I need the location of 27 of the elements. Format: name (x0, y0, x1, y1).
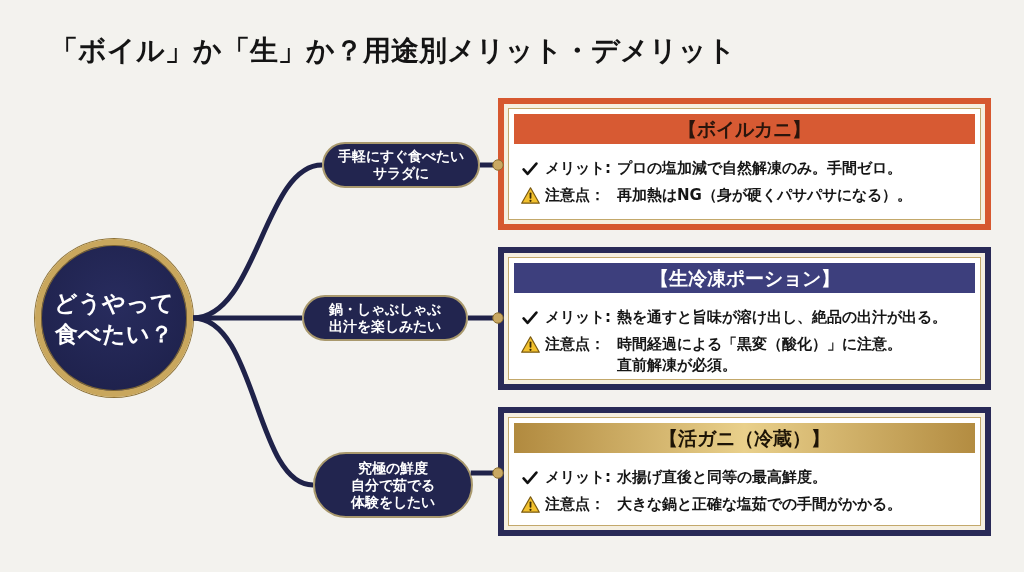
connector-line (468, 312, 504, 324)
info-card (498, 407, 991, 536)
caution-label: 注意点： (545, 185, 606, 206)
connector-line (192, 315, 314, 488)
merit-text: プロの塩加減で自然解凍のみ。手間ゼロ。 (617, 158, 903, 179)
caution-text: 時間経過による「黒変（酸化）」に注意。直前解凍が必須。 (617, 334, 903, 376)
merit-label: メリット: (545, 307, 611, 328)
connector-line (480, 159, 504, 171)
card-title: 【ボイルカニ】 (514, 114, 975, 144)
card-title: 【生冷凍ポーション】 (514, 263, 975, 293)
caution-label: 注意点： (545, 334, 606, 355)
merit-label: メリット: (545, 467, 611, 488)
caution-text: 再加熱はNG（身が硬くパサパサになる）。 (617, 185, 913, 206)
merit-label: メリット: (545, 158, 611, 179)
card-title: 【活ガニ（冷蔵）】 (514, 423, 975, 453)
caution-label: 注意点： (545, 494, 606, 515)
info-card (498, 247, 991, 390)
question-circle: どうやって食べたい？ (35, 239, 193, 397)
choice-pill: 究極の鮮度自分で茹でる体験をしたい (313, 452, 473, 518)
info-card (498, 98, 991, 230)
connector-line (470, 467, 504, 479)
merit-text: 水揚げ直後と同等の最高鮮度。 (617, 467, 828, 488)
choice-pill: 手軽にすぐ食べたいサラダに (322, 142, 480, 188)
caution-text: 大きな鍋と正確な塩茹での手間がかかる。 (617, 494, 903, 515)
choice-pill: 鍋・しゃぶしゃぶ出汁を楽しみたい (302, 295, 468, 341)
merit-text: 熱を通すと旨味が溶け出し、絶品の出汁が出る。 (617, 307, 948, 328)
diagram-title: 「ボイル」か「生」か？用途別メリット・デメリット (50, 33, 736, 69)
